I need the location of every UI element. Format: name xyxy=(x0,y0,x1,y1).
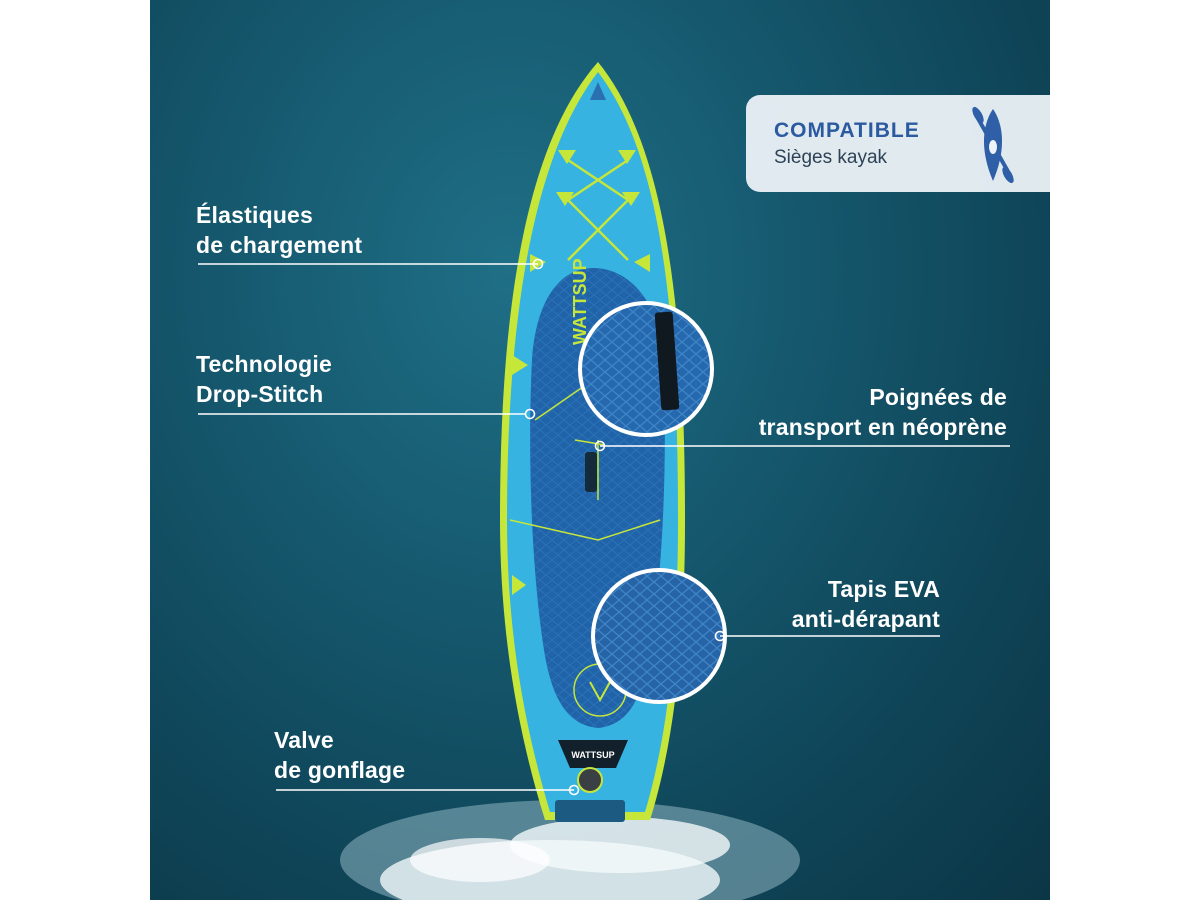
feature-valve: Valve de gonflage xyxy=(274,725,405,785)
valve xyxy=(577,767,603,793)
feature-dropstitch-line1: Technologie xyxy=(196,351,332,377)
tail-brand: WATTSUP xyxy=(571,750,614,760)
badge-subtitle: Sièges kayak xyxy=(774,147,888,168)
feature-poignees-line2: transport en néoprène xyxy=(758,414,1007,440)
feature-valve-line2: de gonflage xyxy=(274,757,406,783)
badge-title: COMPATIBLE xyxy=(774,119,920,142)
feature-poignees-line1: Poignées de xyxy=(869,384,1007,410)
feature-dropstitch: Technologie Drop-Stitch xyxy=(196,349,332,409)
wave-splash xyxy=(340,800,800,900)
feature-poignees: Poignées de transport en néoprène xyxy=(759,382,1007,442)
product-image: WATTSUP WATTSUP xyxy=(150,0,1050,900)
sup-board-illustration: WATTSUP WATTSUP xyxy=(198,62,1010,900)
kayak-paddle-icon xyxy=(972,106,1014,184)
feature-elastiques-line1: Élastiques xyxy=(196,202,314,228)
zoom-eva-pad-detail xyxy=(591,568,727,704)
feature-valve-line1: Valve xyxy=(274,727,334,753)
zoom-handle-detail xyxy=(578,301,714,437)
feature-tapis-line1: Tapis EVA xyxy=(827,576,940,602)
deck-brand: WATTSUP xyxy=(570,258,590,345)
sup-board: WATTSUP WATTSUP xyxy=(500,62,685,822)
callout-dots xyxy=(524,258,726,796)
compatibility-badge: COMPATIBLE Sièges kayak xyxy=(746,95,1050,192)
feature-elastiques: Élastiques de chargement xyxy=(196,200,362,260)
feature-tapis: Tapis EVA anti-dérapant xyxy=(792,574,940,634)
feature-tapis-line2: anti-dérapant xyxy=(791,606,940,632)
feature-dropstitch-line2: Drop-Stitch xyxy=(196,381,324,407)
callout-lines xyxy=(198,263,1010,791)
feature-elastiques-line2: de chargement xyxy=(196,232,363,258)
